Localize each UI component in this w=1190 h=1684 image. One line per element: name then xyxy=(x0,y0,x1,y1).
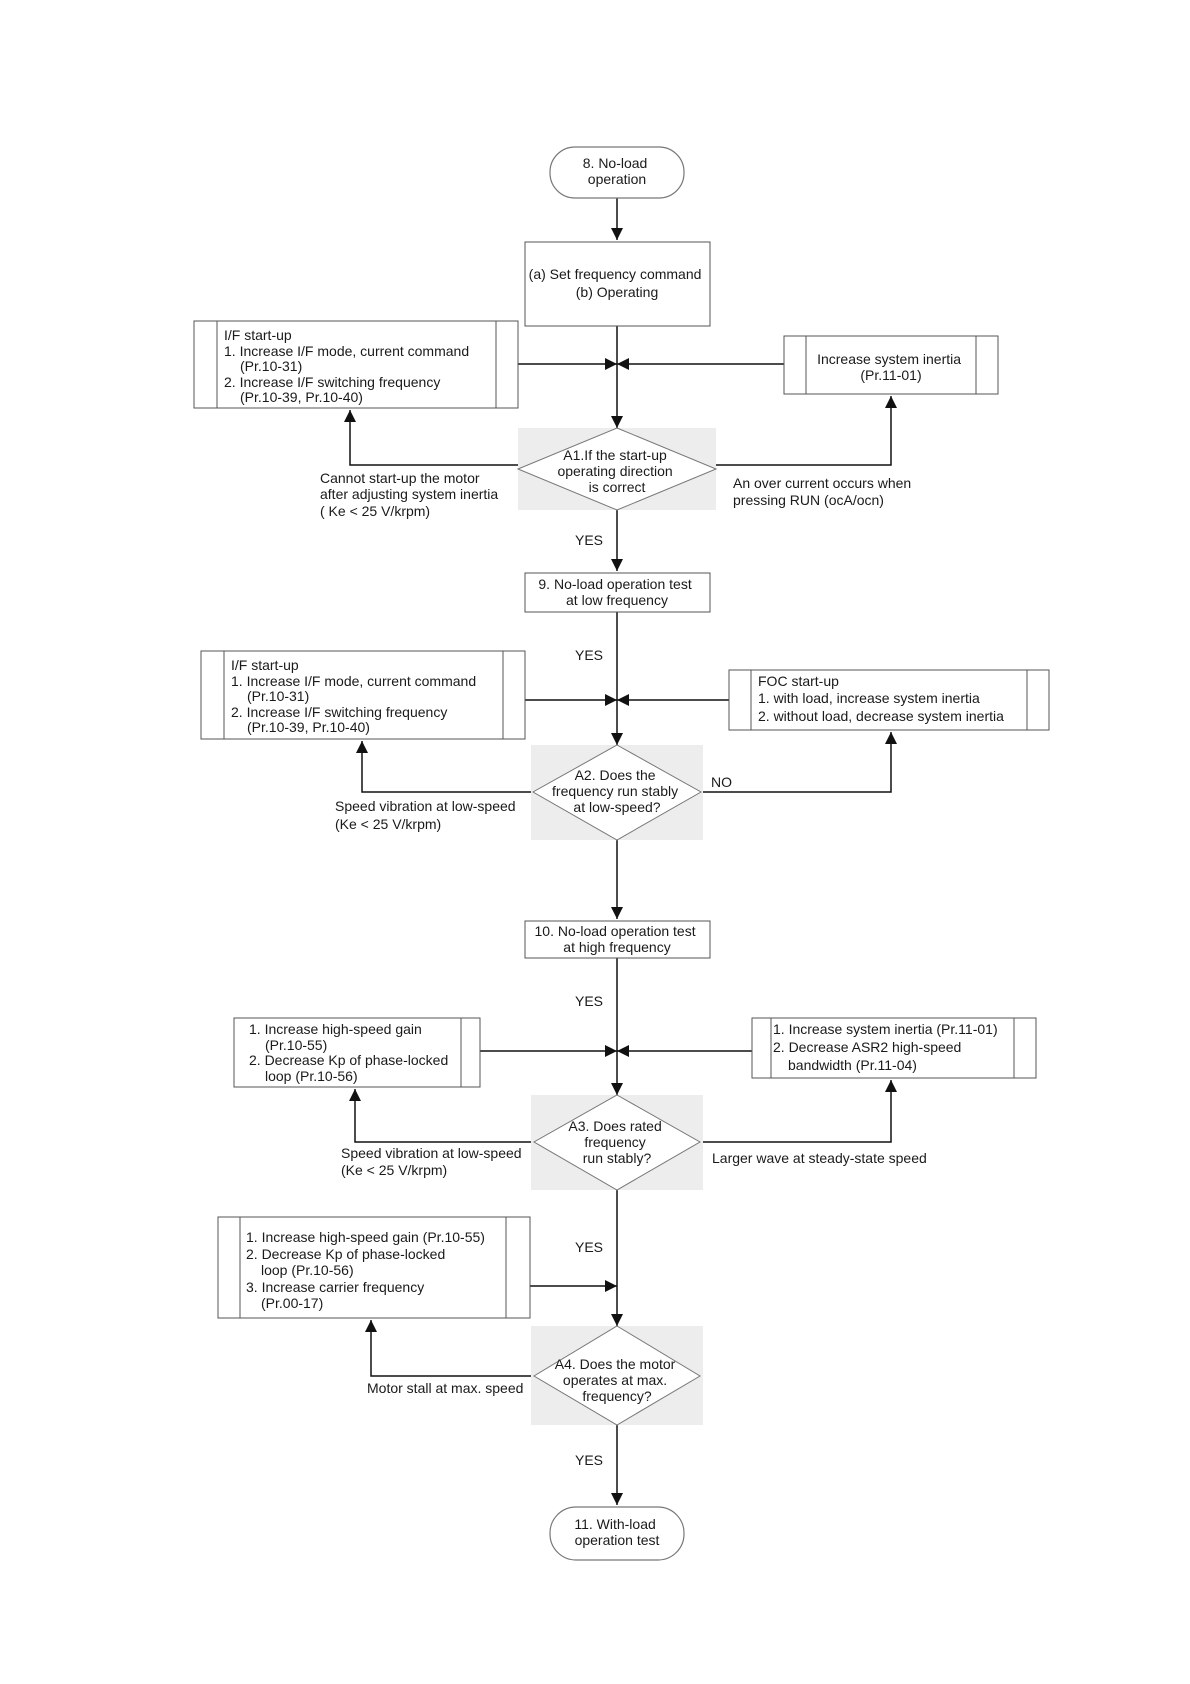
svg-text:9. No-load operation test: 9. No-load operation test at low frequen… xyxy=(538,576,695,608)
a3-high-speed-gain-box: 1. Increase high-speed gain (Pr.10-55) 2… xyxy=(233,1017,481,1088)
start-label: 8. No-load operation xyxy=(583,155,651,187)
svg-text:1. Increase high-speed gain: 1. Increase high-speed gain (Pr.10-55) 2… xyxy=(249,1021,452,1084)
svg-text:1. Increase high-speed gain (P: 1. Increase high-speed gain (Pr.10-55) 2… xyxy=(246,1229,489,1311)
svg-text:Increase system inertia: Increase system inertia (Pr.11-01) xyxy=(817,351,965,383)
a4-carrier-frequency-box: 1. Increase high-speed gain (Pr.10-55) 2… xyxy=(217,1216,531,1319)
svg-text:FOC start-up 1. with loa: FOC start-up 1. with load, increase syst… xyxy=(758,673,1004,724)
svg-text:1. Increase system inertia (Pr: 1. Increase system inertia (Pr.11-01) 2.… xyxy=(773,1021,1002,1073)
a3-yes-label: YES xyxy=(575,1239,603,1255)
a4-decision: A4. Does the motor operates at max. freq… xyxy=(531,1325,703,1426)
a2-foc-startup-box: FOC start-up 1. with load, increase syst… xyxy=(728,669,1050,731)
set-frequency-box: (a) Set frequency command (b) Operating xyxy=(524,241,711,327)
a2-no-label: NO xyxy=(711,774,732,790)
a1-left-condition: Cannot start-up the motor after adjustin… xyxy=(320,470,502,519)
a3-system-inertia-box: 1. Increase system inertia (Pr.11-01) 2.… xyxy=(751,1017,1037,1079)
svg-text:A4. Does the motor opera: A4. Does the motor operates at max. freq… xyxy=(555,1356,680,1404)
svg-text:I/F start-up 1. Increase: I/F start-up 1. Increase I/F mode, curre… xyxy=(231,657,480,735)
svg-text:A3. Does rated frequency: A3. Does rated frequency run stably? xyxy=(568,1118,665,1166)
a4-yes-label: YES xyxy=(575,1452,603,1468)
start-terminator: 8. No-load operation xyxy=(549,146,685,199)
a3-decision: A3. Does rated frequency run stably? xyxy=(531,1094,703,1191)
a3-left-condition: Speed vibration at low-speed (Ke < 25 V/… xyxy=(341,1145,525,1178)
step10-box: 10. No-load operation test at high frequ… xyxy=(524,920,711,959)
a4-left-condition: Motor stall at max. speed xyxy=(367,1380,523,1396)
a1-increase-inertia-box: Increase system inertia (Pr.11-01) xyxy=(783,335,999,395)
svg-text:(a) Set frequency command: (a) Set frequency command (b) Operating xyxy=(529,266,706,300)
svg-text:10. No-load operation test: 10. No-load operation test at high frequ… xyxy=(535,923,700,955)
a2-if-startup-box: I/F start-up 1. Increase I/F mode, curre… xyxy=(200,650,526,740)
a3-right-condition: Larger wave at steady-state speed xyxy=(712,1150,927,1166)
a1-yes-label: YES xyxy=(575,532,603,548)
svg-text:A1.If the start-up opera: A1.If the start-up operating direction i… xyxy=(557,447,676,495)
step9-yes-label: YES xyxy=(575,647,603,663)
a1-decision: A1.If the start-up operating direction i… xyxy=(516,427,718,511)
a2-decision: A2. Does the frequency run stably at low… xyxy=(531,744,703,841)
connectors xyxy=(344,198,897,1505)
svg-text:I/F start-up 1. Increase: I/F start-up 1. Increase I/F mode, curre… xyxy=(224,327,473,405)
a1-if-startup-box: I/F start-up 1. Increase I/F mode, curre… xyxy=(193,320,519,409)
end-terminator: 11. With-load operation test xyxy=(549,1506,685,1561)
svg-text:11. With-load operation: 11. With-load operation test xyxy=(574,1516,659,1548)
svg-text:A2. Does the frequency r: A2. Does the frequency run stably at low… xyxy=(552,767,682,815)
a2-left-condition: Speed vibration at low-speed (Ke < 25 V/… xyxy=(335,798,519,832)
a1-right-condition: An over current occurs when pressing RUN… xyxy=(733,475,915,508)
step10-yes-label: YES xyxy=(575,993,603,1009)
step9-box: 9. No-load operation test at low frequen… xyxy=(524,572,711,613)
